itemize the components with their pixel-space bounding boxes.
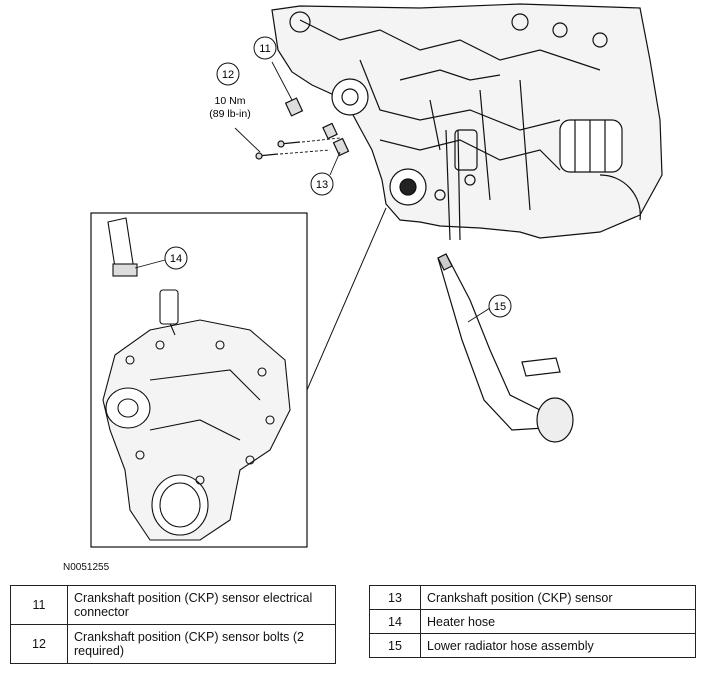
figure-id: N0051255 xyxy=(63,562,110,573)
legend-number: 14 xyxy=(369,609,421,634)
svg-text:12: 12 xyxy=(222,69,234,81)
engine-diagram: 11 12 10 Nm (89 lb-in) 13 14 15 xyxy=(90,3,663,548)
legend-number: 15 xyxy=(369,633,421,658)
table-row: 12 Crankshaft position (CKP) sensor bolt… xyxy=(10,624,336,664)
legend-number: 11 xyxy=(10,585,68,625)
svg-text:14: 14 xyxy=(170,253,182,265)
leader-line-14 xyxy=(134,259,166,269)
table-row: 15 Lower radiator hose assembly xyxy=(369,633,696,658)
svg-text:11: 11 xyxy=(259,43,270,55)
legend-number: 13 xyxy=(369,585,421,610)
table-row: 13 Crankshaft position (CKP) sensor xyxy=(369,585,696,610)
callout-13: 13 xyxy=(310,172,334,196)
callout-15: 15 xyxy=(488,294,512,318)
torque-spec: 10 Nm (89 lb-in) xyxy=(209,95,250,120)
table-row: 14 Heater hose xyxy=(369,609,696,634)
legend-number: 12 xyxy=(10,624,68,664)
legend-table-left: 11 Crankshaft position (CKP) sensor elec… xyxy=(10,585,336,664)
legend-description: Crankshaft position (CKP) sensor xyxy=(420,585,696,610)
inset-connector-line xyxy=(306,207,387,391)
svg-text:13: 13 xyxy=(316,179,328,191)
legend-table-right: 13 Crankshaft position (CKP) sensor 14 H… xyxy=(369,585,696,658)
callout-14: 14 xyxy=(164,246,188,270)
callout-12: 12 xyxy=(216,62,240,86)
leader-line-15 xyxy=(467,307,491,323)
leader-lines-upper xyxy=(234,61,341,176)
torque-nm: 10 Nm xyxy=(215,95,246,107)
lower-radiator-hose xyxy=(437,253,574,443)
legend-description: Crankshaft position (CKP) sensor bolts (… xyxy=(67,624,336,664)
callout-11: 11 xyxy=(253,36,277,60)
heater-hose-upper xyxy=(445,129,461,241)
legend-description: Crankshaft position (CKP) sensor electri… xyxy=(67,585,336,625)
table-row: 11 Crankshaft position (CKP) sensor elec… xyxy=(10,585,336,625)
ckp-sensor-parts xyxy=(255,97,350,160)
engine-assembly xyxy=(271,3,663,239)
torque-lbin: (89 lb-in) xyxy=(209,108,250,120)
svg-text:15: 15 xyxy=(494,301,506,313)
legend-description: Lower radiator hose assembly xyxy=(420,633,696,658)
legend-description: Heater hose xyxy=(420,609,696,634)
inset-water-pump xyxy=(102,217,291,541)
